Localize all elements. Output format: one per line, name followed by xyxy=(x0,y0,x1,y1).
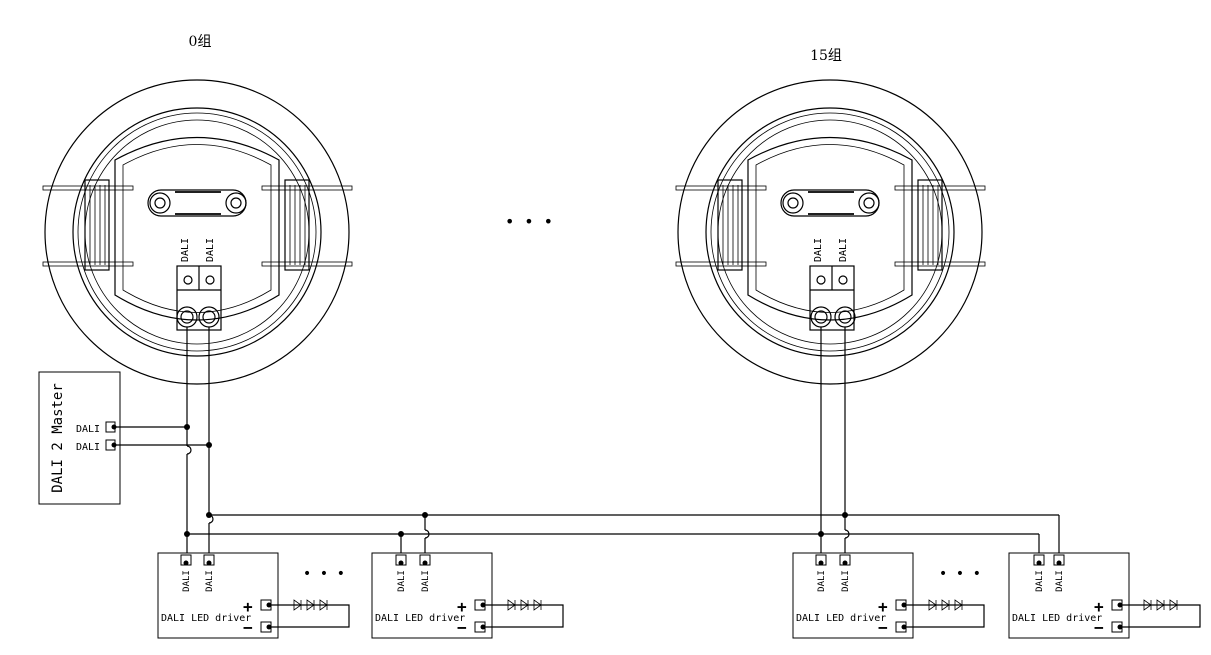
led-string-2 xyxy=(504,599,544,611)
master-title: DALI 2 Master xyxy=(50,383,66,493)
driver-1-label: DALI LED driver xyxy=(161,613,251,624)
sensor-body-15 xyxy=(675,79,986,385)
sensor-0-terminal-label-2: DALI xyxy=(205,238,216,262)
driver-2-plus: + xyxy=(457,597,467,616)
led-driver-2: DALI DALI DALI LED driver + − xyxy=(371,552,564,639)
driver-ellipsis-2: • • • xyxy=(939,566,981,582)
led-string-4 xyxy=(1140,599,1180,611)
dali-master: DALI 2 Master DALI DALI xyxy=(38,371,121,505)
led-driver-3: DALI DALI DALI LED driver + − xyxy=(792,552,985,639)
sensor-body-0 xyxy=(42,79,353,385)
driver-4-plus: + xyxy=(1094,597,1104,616)
group-label-0: 0组 xyxy=(189,34,212,50)
driver-3-minus: − xyxy=(878,618,888,637)
driver-1-minus: − xyxy=(243,618,253,637)
driver-3-label: DALI LED driver xyxy=(796,613,886,624)
sensor-group-15: 15组 xyxy=(675,48,986,385)
group-label-15: 15组 xyxy=(810,48,842,64)
sensor-group-0: 0组 xyxy=(42,34,353,385)
master-port-2-label: DALI xyxy=(76,442,100,453)
driver-4-terminal-2: DALI xyxy=(1055,570,1065,592)
driver-1-terminal-2: DALI xyxy=(205,570,215,592)
led-string-1 xyxy=(290,599,330,611)
driver-2-minus: − xyxy=(457,618,467,637)
driver-1-plus: + xyxy=(243,597,253,616)
led-string-3 xyxy=(925,599,965,611)
driver-2-terminal-1: DALI xyxy=(397,570,407,592)
led-driver-1: DALI DALI DALI LED driver + − xyxy=(157,552,350,639)
sensor-0-terminal-label-1: DALI xyxy=(180,238,191,262)
sensor-ellipsis: • • • xyxy=(505,212,553,231)
sensor-15-terminal-label-1: DALI xyxy=(813,238,824,262)
master-port-1-label: DALI xyxy=(76,424,100,435)
driver-2-label: DALI LED driver xyxy=(375,613,465,624)
driver-4-label: DALI LED driver xyxy=(1012,613,1102,624)
driver-3-terminal-1: DALI xyxy=(817,570,827,592)
driver-2-terminal-2: DALI xyxy=(421,570,431,592)
driver-3-terminal-2: DALI xyxy=(841,570,851,592)
driver-3-plus: + xyxy=(878,597,888,616)
driver-4-terminal-1: DALI xyxy=(1035,570,1045,592)
led-driver-4: DALI DALI DALI LED driver + − xyxy=(1008,552,1201,639)
dali-bus-wiring xyxy=(116,327,1060,555)
driver-1-terminal-1: DALI xyxy=(182,570,192,592)
sensor-15-terminal-label-2: DALI xyxy=(838,238,849,262)
driver-4-minus: − xyxy=(1094,618,1104,637)
driver-ellipsis-1: • • • xyxy=(303,566,345,582)
